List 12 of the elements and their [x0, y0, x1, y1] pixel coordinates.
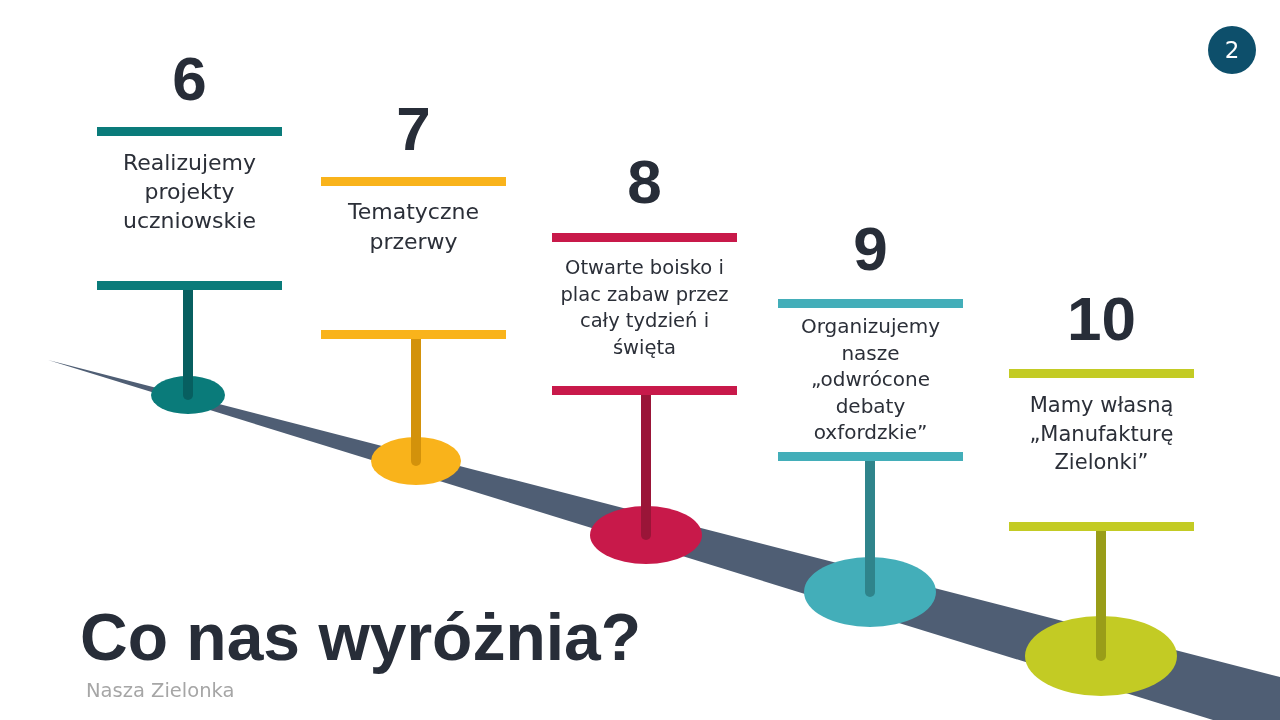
page-number: 2 [1208, 26, 1256, 74]
step-number: 8 [626, 151, 663, 213]
step-number: 6 [171, 48, 208, 110]
step-number: 10 [1066, 288, 1137, 350]
description-text: Realizujemy projekty uczniowskie [121, 149, 258, 235]
description-text: Organizujemy nasze „odwrócone debaty oxfordzkie” [799, 313, 942, 446]
description-text: Otwarte boisko i plac zabaw przez cały tydzień i święta [559, 255, 730, 361]
description-text: Mamy własną „Manufakturę Zielonki” [1028, 392, 1175, 476]
step-number: 7 [395, 98, 432, 160]
subtitle: Nasza Zielonka [86, 679, 235, 702]
description-text: Tematyczne przerwy [347, 198, 480, 256]
step-number: 9 [852, 218, 889, 280]
